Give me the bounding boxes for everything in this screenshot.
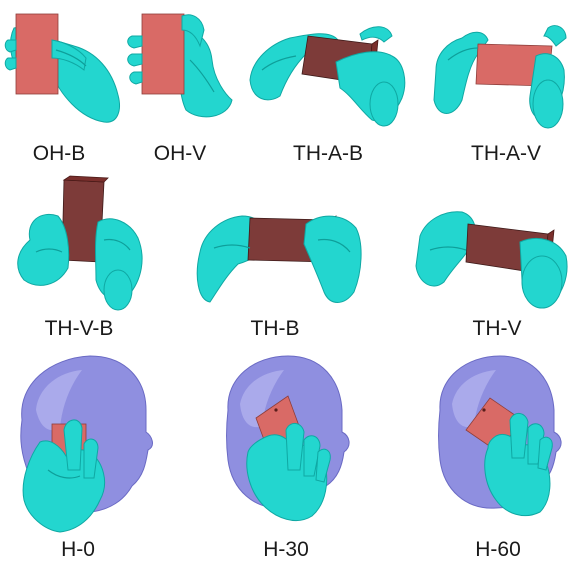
h-0-illustration	[21, 356, 153, 532]
h-30-illustration	[227, 356, 350, 521]
label-oh-v: OH-V	[154, 143, 207, 164]
label-oh-b: OH-B	[33, 143, 86, 164]
label-h-30: H-30	[263, 539, 309, 560]
h-60-illustration	[439, 356, 562, 516]
th-b-illustration	[197, 216, 361, 303]
label-th-v-b: TH-V-B	[45, 318, 114, 339]
th-a-b-illustration	[250, 27, 405, 126]
label-th-b: TH-B	[251, 318, 300, 339]
label-h-0: H-0	[61, 539, 95, 560]
label-th-a-b: TH-A-B	[293, 143, 363, 164]
oh-v-illustration	[128, 14, 232, 117]
label-th-a-v: TH-A-V	[471, 143, 541, 164]
th-v-illustration	[416, 212, 567, 308]
th-a-v-illustration	[434, 26, 566, 128]
th-v-b-illustration	[18, 176, 142, 310]
oh-b-illustration	[5, 14, 119, 122]
label-th-v: TH-V	[473, 318, 522, 339]
label-h-60: H-60	[475, 539, 521, 560]
